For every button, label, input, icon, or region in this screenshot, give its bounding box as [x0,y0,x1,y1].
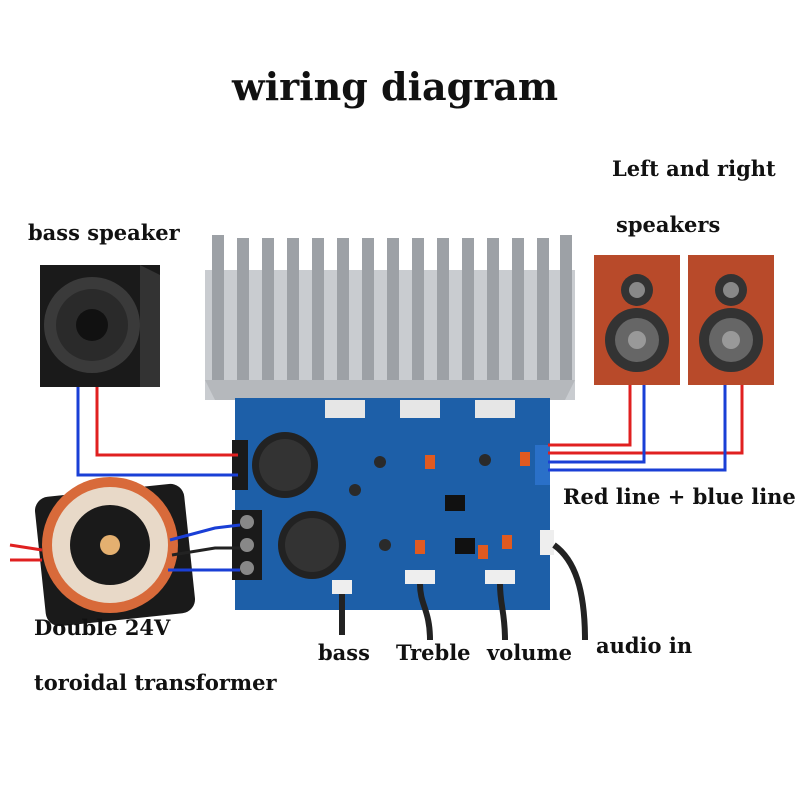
treble-control-label: Treble [396,640,471,665]
left-right-speakers-label-line1: Left and right [612,156,776,181]
right-speaker [688,255,774,385]
transformer-label-line2: toroidal transformer [34,670,277,695]
heatsink [205,235,575,400]
volume-control-label: volume [487,640,573,665]
bass-control-label: bass [318,640,370,665]
bass-speaker-label: bass speaker [28,220,180,245]
page-title: wiring diagram [232,64,559,109]
wires [9,385,744,641]
audio-in-label: audio in [596,633,693,658]
left-speaker [594,255,680,385]
wire-polarity-label: Red line + blue line - [563,484,800,509]
amplifier-board [232,398,554,610]
toroidal-transformer [35,477,195,627]
bass-speaker-cabinet [40,265,160,387]
left-right-speakers-label-line2: speakers [616,212,721,237]
transformer-label-line1: Double 24V [34,615,171,640]
